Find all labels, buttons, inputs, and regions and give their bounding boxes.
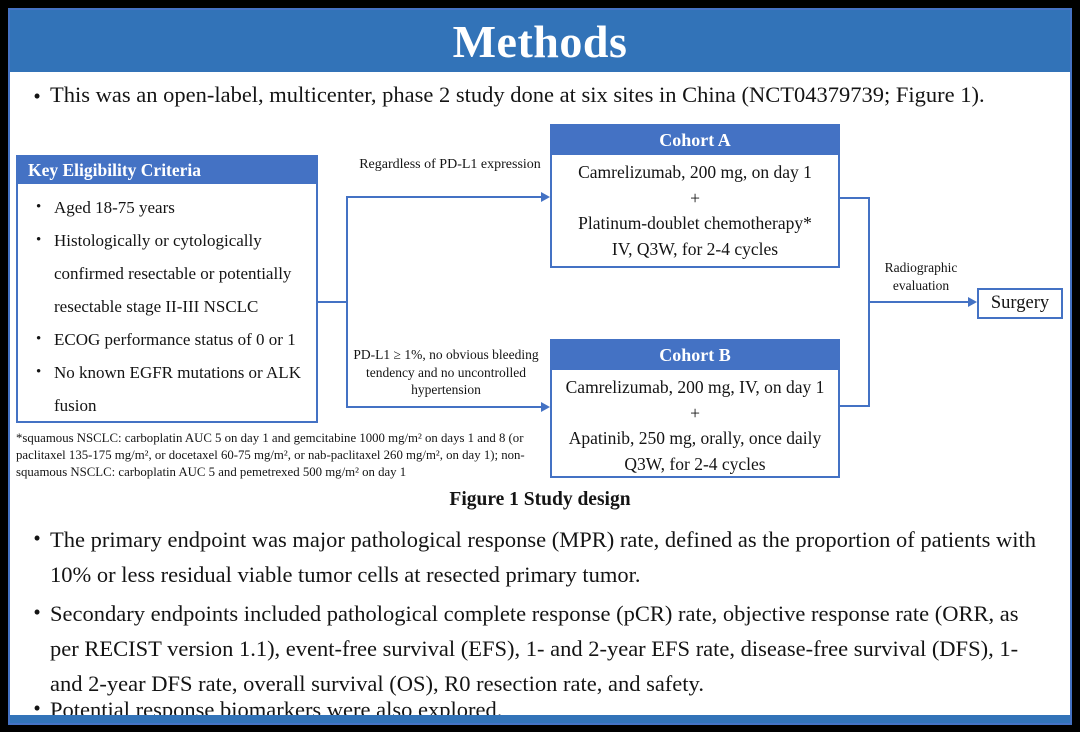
arrow-label-surgery: Radiographic evaluation	[884, 260, 958, 293]
connector-line	[869, 301, 969, 303]
connector-line	[347, 196, 542, 198]
page-title: Methods	[452, 15, 628, 67]
endpoint-primary-bullet: • The primary endpoint was major patholo…	[24, 522, 1052, 592]
eligibility-item: ECOG performance status of 0 or 1	[36, 323, 310, 356]
bullet-marker: •	[33, 84, 41, 108]
arrow-label-cohort-a: Regardless of PD-L1 expression	[359, 157, 541, 172]
cohort-b-body: Camrelizumab, 200 mg, IV, on day 1 + Apa…	[552, 370, 838, 477]
connector-line	[316, 301, 347, 303]
bullet-marker: •	[33, 696, 41, 720]
cohort-a-line: Camrelizumab, 200 mg, on day 1	[578, 162, 812, 182]
cohort-b-line: +	[690, 402, 700, 423]
eligibility-header: Key Eligibility Criteria	[18, 157, 316, 184]
eligibility-item: No known EGFR mutations or ALK fusion	[36, 356, 310, 422]
intro-bullet: • This was an open-label, multicenter, p…	[24, 80, 1052, 112]
endpoint-secondary-text: Secondary endpoints included pathologica…	[50, 601, 1019, 696]
arrowhead-to-cohort-b	[541, 402, 550, 412]
eligibility-item: Histologically or cytologically confirme…	[36, 224, 310, 323]
cohort-a-line: +	[690, 187, 700, 208]
cohort-a-box: Cohort A Camrelizumab, 200 mg, on day 1 …	[550, 124, 840, 268]
bottom-accent-bar	[10, 715, 1070, 723]
eligibility-list: Aged 18-75 years Histologically or cytol…	[18, 191, 316, 422]
eligibility-box: Key Eligibility Criteria Aged 18-75 year…	[16, 155, 318, 423]
figure-footnote: *squamous NSCLC: carboplatin AUC 5 on da…	[16, 431, 525, 479]
connector-line	[839, 197, 870, 199]
connector-line	[839, 405, 870, 407]
surgery-box: Surgery	[977, 288, 1063, 319]
eligibility-item: Aged 18-75 years	[36, 191, 310, 224]
bullet-marker: •	[33, 526, 41, 550]
intro-bullet-text: This was an open-label, multicenter, pha…	[50, 82, 985, 107]
cohort-b-box: Cohort B Camrelizumab, 200 mg, IV, on da…	[550, 339, 840, 478]
connector-line	[347, 406, 542, 408]
arrowhead-to-cohort-a	[541, 192, 550, 202]
cohort-a-body: Camrelizumab, 200 mg, on day 1 + Platinu…	[552, 155, 838, 262]
cohort-b-line: Camrelizumab, 200 mg, IV, on day 1	[565, 377, 825, 397]
cohort-b-header: Cohort B	[552, 341, 838, 370]
bullet-marker: •	[33, 600, 41, 624]
cohort-a-line: Platinum-doublet chemotherapy*	[578, 213, 812, 233]
figure-caption: Figure 1 Study design	[449, 489, 631, 510]
cohort-b-line: Apatinib, 250 mg, orally, once daily	[568, 428, 822, 448]
title-banner: Methods	[10, 10, 1070, 72]
endpoint-primary-text: The primary endpoint was major pathologi…	[50, 527, 1037, 587]
connector-line	[346, 196, 348, 408]
arrowhead-to-surgery	[968, 297, 977, 307]
cohort-a-line: IV, Q3W, for 2-4 cycles	[611, 238, 779, 259]
arrow-label-cohort-b: PD-L1 ≥ 1%, no obvious bleeding tendency…	[353, 347, 539, 397]
endpoint-secondary-bullet: • Secondary endpoints included pathologi…	[24, 596, 1052, 701]
surgery-label: Surgery	[990, 293, 1050, 313]
cohort-b-line: Q3W, for 2-4 cycles	[624, 453, 766, 474]
cohort-a-header: Cohort A	[552, 126, 838, 155]
methods-slide: Methods • This was an open-label, multic…	[8, 8, 1072, 725]
